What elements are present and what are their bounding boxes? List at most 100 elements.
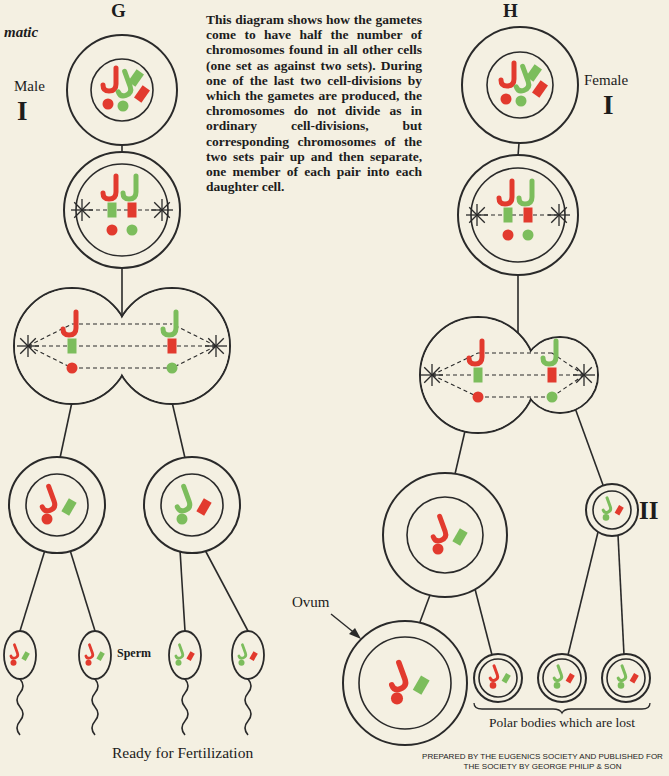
aster [432, 367, 440, 375]
chromosome [96, 651, 104, 661]
chromosome-dot [554, 682, 561, 689]
chromosome [128, 203, 137, 218]
sperm-tail [182, 679, 188, 735]
aster [424, 375, 432, 383]
chromosome-dot [67, 363, 78, 374]
cell-membrane [144, 457, 240, 553]
chromosome-bar [452, 528, 467, 545]
aster [431, 364, 432, 375]
chromosome [391, 692, 403, 704]
chromosome [618, 682, 625, 689]
aster [583, 375, 584, 386]
aster [476, 204, 477, 215]
stage-number: I [603, 90, 614, 121]
lineage-line [60, 402, 72, 458]
chromosome [8, 645, 19, 659]
caption-text: Ready for Fertilization [112, 744, 253, 762]
aster [161, 210, 162, 221]
aster [558, 204, 559, 215]
chromosome [177, 514, 188, 525]
cell-membrane [67, 35, 177, 145]
aster [82, 210, 90, 218]
sex-label: Female [584, 72, 628, 89]
chromosome [547, 392, 558, 403]
sperm-tail [245, 679, 251, 735]
aster [162, 210, 170, 218]
chromosome [118, 101, 129, 112]
chromosome-bar [548, 368, 557, 383]
aster [559, 214, 570, 215]
chromosome-bar [249, 651, 257, 661]
aster [431, 375, 432, 386]
chromosome [487, 666, 499, 682]
spindle-fibre [72, 323, 172, 324]
chromosome [134, 85, 150, 102]
chromosome [523, 230, 534, 241]
cell-membrane [383, 473, 507, 597]
explanation-text: This diagram shows how the gametes come … [206, 12, 422, 194]
spindle-fibre [172, 345, 216, 346]
chromosome-bar [615, 505, 624, 515]
chromosome [186, 651, 194, 661]
chromosome-hook [173, 645, 184, 659]
sperm-tail [92, 679, 98, 735]
dividing-cell [14, 288, 130, 404]
cell-label: Sperm [117, 647, 151, 661]
lineage-line [121, 268, 123, 317]
chromosome [63, 312, 76, 335]
chromosome [128, 69, 144, 86]
chromosome-hook [543, 341, 556, 364]
chromosome [42, 514, 53, 525]
chromosome-bar [128, 203, 137, 218]
aster [208, 338, 216, 346]
chromosome-dot [177, 514, 188, 525]
spindle-fibre [28, 346, 72, 368]
chromosome [474, 368, 483, 383]
chromosome [68, 339, 77, 354]
chromosome [103, 99, 114, 110]
nucleus [593, 491, 631, 529]
aster [551, 207, 559, 215]
chromosome-hook [501, 63, 514, 86]
chromosome-dot [473, 392, 484, 403]
chromosome-hook [163, 312, 176, 335]
aster [477, 214, 488, 215]
chromosome [526, 64, 542, 81]
nucleus [407, 497, 483, 573]
lineage-line [475, 589, 492, 655]
chromosome-dot [490, 682, 497, 689]
spindle-fibre [432, 374, 478, 375]
chromosome [163, 312, 176, 335]
chromosome [433, 544, 444, 555]
lineage-line [455, 431, 465, 474]
aster [476, 215, 477, 226]
aster [71, 209, 82, 210]
chromosome-hook [171, 486, 191, 512]
sperm-tail [17, 679, 23, 735]
aster [162, 209, 173, 210]
cell-membrane [343, 621, 467, 745]
aster [584, 375, 592, 383]
chromosome [107, 225, 118, 236]
stage-number: II [639, 497, 658, 526]
chromosome [10, 660, 16, 666]
cell-membrane [586, 484, 638, 536]
aster [432, 375, 440, 383]
chromosome [551, 666, 563, 682]
aster [215, 346, 216, 357]
sperm-head [169, 631, 201, 679]
chromosome-bar [21, 651, 29, 661]
aster [558, 215, 559, 226]
panel-letter: H [503, 0, 518, 22]
chromosome [600, 498, 612, 514]
chromosome [67, 363, 78, 374]
chromosome [249, 651, 257, 661]
chromosome [21, 651, 29, 661]
lineage-line [180, 550, 185, 631]
spindle-fibre [552, 375, 584, 397]
chromosome [469, 341, 482, 364]
chromosome-hook [469, 341, 482, 364]
lineage-line [172, 402, 185, 458]
chromosome [175, 660, 181, 666]
chromosome [196, 498, 211, 515]
